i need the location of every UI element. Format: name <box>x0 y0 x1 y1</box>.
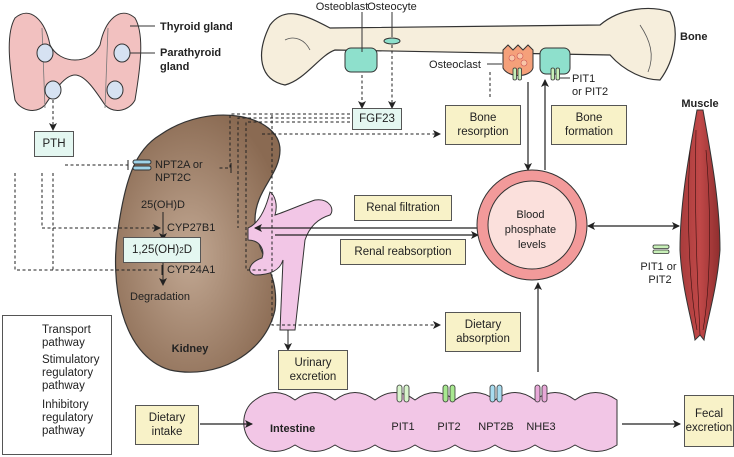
thyroid-gland <box>8 12 155 111</box>
bone-pit-label: PIT1 or PIT2 <box>572 73 608 98</box>
parathyroid-gland-4 <box>106 80 124 100</box>
osteoclast-cell <box>502 44 534 76</box>
blood-label-l1: Blood <box>516 209 544 221</box>
parathyroid-label-l2: gland <box>160 61 189 73</box>
thyroid-label: Thyroid gland <box>160 21 233 33</box>
dietary-absorption-box: Dietary absorption <box>445 312 521 352</box>
legend-transport: Transport pathway <box>42 324 91 349</box>
pth-box: PTH <box>34 131 74 157</box>
cyp27b1-label: CYP27B1 <box>167 222 215 234</box>
npt2-label: NPT2A or NPT2C <box>155 159 206 184</box>
npt2-label-l2: NPT2C <box>155 172 191 184</box>
renal-reabsorption-box: Renal reabsorption <box>340 239 466 265</box>
osteoblast-cell-2 <box>539 47 571 75</box>
osteoblast-cell <box>344 47 378 73</box>
parathyroid-label-l1: Parathyroid <box>160 47 221 59</box>
degradation-label: Degradation <box>130 291 190 303</box>
fecal-excretion-box: Fecal excretion <box>684 395 734 447</box>
parathyroid-gland-2 <box>113 43 131 63</box>
osteoclast-label: Osteoclast <box>429 59 481 71</box>
parathyroid-label: Parathyroid gland <box>160 47 224 73</box>
osteocyte-label: Osteocyte <box>367 1 417 13</box>
muscle-pit-l2: PIT2 <box>648 274 671 286</box>
kidney-label: Kidney <box>172 343 210 355</box>
bone-label: Bone <box>680 31 708 43</box>
nhe3-label: NHE3 <box>526 421 555 433</box>
legend-inhibitory: Inhibitory regulatory pathway <box>42 399 94 437</box>
osteoblast-label: Osteoblast <box>316 1 369 13</box>
bone-pit-label-l2: or PIT2 <box>572 86 608 98</box>
npt2b-label: NPT2B <box>478 421 513 433</box>
urinary-excretion-box: Urinary excretion <box>278 350 348 390</box>
blood-vessel <box>476 169 588 281</box>
muscle <box>679 109 721 342</box>
npt2-transporter <box>132 159 152 165</box>
parathyroid-gland-3 <box>44 80 62 100</box>
ureter <box>247 191 333 331</box>
muscle-pit-label: PIT1 or PIT2 <box>640 261 679 286</box>
muscle-label: Muscle <box>681 98 718 110</box>
blood-label: Blood phosphate levels <box>505 209 559 251</box>
blood-label-l3: levels <box>518 239 547 251</box>
bone-resorption-box: Bone resorption <box>445 105 521 145</box>
calcitriol-text: 1,25(OH) <box>131 244 180 256</box>
intestine-label: Intestine <box>270 423 315 435</box>
pit-transporter-muscle <box>652 244 670 249</box>
fgf23-box: FGF23 <box>352 108 402 130</box>
npt2-label-l1: NPT2A or <box>155 159 203 171</box>
intestine <box>243 392 618 452</box>
muscle-pit-l1: PIT1 or <box>640 261 676 273</box>
pit-transporter-bone <box>550 67 555 81</box>
parathyroid-gland-1 <box>36 43 54 63</box>
pit2-label: PIT2 <box>437 421 460 433</box>
calcitriol-end: D <box>183 244 193 256</box>
calcidiol-label: 25(OH)D <box>141 199 185 211</box>
dietary-intake-box: Dietary intake <box>135 405 199 445</box>
osteocyte-cell <box>383 37 401 45</box>
bone-formation-box: Bone formation <box>551 105 627 145</box>
pit1-label: PIT1 <box>391 421 414 433</box>
blood-label-l2: phosphate <box>505 224 556 236</box>
legend-stimulatory: Stimulatory regulatory pathway <box>42 354 100 392</box>
renal-filtration-box: Renal filtration <box>354 195 452 221</box>
legend: Transport pathway Stimulatory regulatory… <box>2 315 112 455</box>
cyp24a1-label: CYP24A1 <box>167 264 215 276</box>
calcitriol-sub: 2 <box>179 245 184 255</box>
intestine-transporters <box>396 384 548 403</box>
bone <box>261 7 676 86</box>
bone-pit-label-l1: PIT1 <box>572 73 595 85</box>
